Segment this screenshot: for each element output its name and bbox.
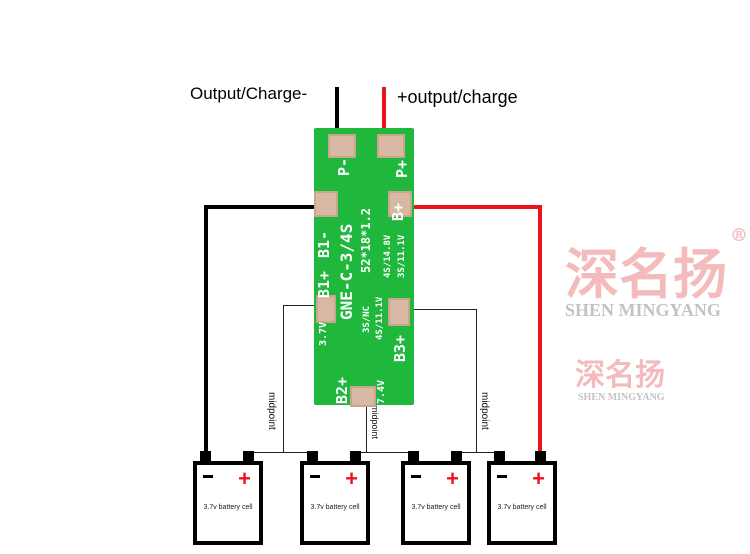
cell-label: 3.7v battery cell [310,504,360,511]
pad-b-plus [388,191,412,217]
cell3-cell4-link [456,452,502,453]
b1-plus-wire-vertical [283,305,284,453]
cell-label: 3.7v battery cell [203,504,253,511]
battery-cell-3: + 3.7v battery cell [401,461,471,545]
output-positive-wire [382,87,386,142]
label-voltage-total-4s: 4S/14.8V [383,234,393,278]
cell1-negative-terminal [200,451,211,462]
cell4-positive-terminal [535,451,546,462]
label-b2-plus: B2+ [333,376,351,404]
label-b3-plus: B3+ [391,334,409,362]
cell2-positive-terminal [350,451,361,462]
watermark-registered: ® [730,225,748,246]
pad-b1-minus [314,191,338,217]
b1-plus-wire [283,305,321,306]
b3-plus-wire-vertical [476,309,477,453]
midpoint-label-2: midpoint [370,405,380,440]
b1-minus-wire [204,205,322,209]
cell2-negative-terminal [307,451,318,462]
label-p-minus: P- [335,157,353,176]
label-voltage-b2: 7.4V [376,379,387,404]
midpoint-label-1: midpoint [266,392,277,430]
label-voltage-total-3s: 3S/11.1V [397,234,407,278]
label-voltage-b1: 3.7V [318,321,329,346]
cell-label: 3.7v battery cell [497,504,547,511]
label-b1-plus: B1+ [315,270,333,298]
cell1-positive-terminal [243,451,254,462]
pad-p-plus [377,134,405,158]
label-b-plus: B+ [389,202,407,221]
minus-icon [411,475,421,478]
label-voltage-mid-3s: 3S/NC [362,305,372,333]
watermark-chinese-pcb: 深名扬 [575,358,665,393]
pad-b2-plus [350,386,376,407]
bms-pcb-board: P- P+ B1- B1+ B+ GNE-C-3/4S 52*18*1.2 3S… [314,128,414,407]
minus-icon [497,475,507,478]
plus-icon: + [238,466,251,491]
minus-icon [310,475,320,478]
battery-cell-2: + 3.7v battery cell [300,461,370,545]
cell3-positive-terminal [451,451,462,462]
b2-plus-wire-vertical [366,400,367,453]
battery-cell-4: + 3.7v battery cell [487,461,557,545]
midpoint-label-3: midpoint [479,392,490,430]
battery-cell-1: + 3.7v battery cell [193,461,263,545]
plus-icon: + [345,466,358,491]
cell4-negative-terminal [494,451,505,462]
output-positive-label: +output/charge [397,87,518,107]
b-plus-wire-vertical [538,205,542,453]
label-size: 52*18*1.2 [359,207,373,273]
cell-label: 3.7v battery cell [411,504,461,511]
watermark-english-large: SHEN MINGYANG [565,300,721,320]
plus-icon: + [532,466,545,491]
cell1-cell2-link [248,452,314,453]
b-plus-wire [405,205,542,209]
label-b1-minus: B1- [315,230,333,258]
watermark-chinese-large: 深名扬 [565,242,727,306]
output-negative-label: Output/Charge- [190,84,308,103]
pad-p-minus [328,134,356,158]
pad-b3-plus [388,298,410,326]
minus-icon [203,475,213,478]
b3-plus-wire [400,309,477,310]
b1-minus-wire-vertical [204,205,208,453]
cell2-cell3-link [355,452,415,453]
cell3-negative-terminal [408,451,419,462]
label-p-plus: P+ [393,159,411,178]
plus-icon: + [446,466,459,491]
pad-b1-plus [316,295,336,323]
label-voltage-mid-4s: 4S/11.1V [375,296,385,340]
output-negative-wire [335,87,339,142]
label-model: GNE-C-3/4S [337,223,356,320]
watermark-english-pcb: SHEN MINGYANG [578,392,665,403]
